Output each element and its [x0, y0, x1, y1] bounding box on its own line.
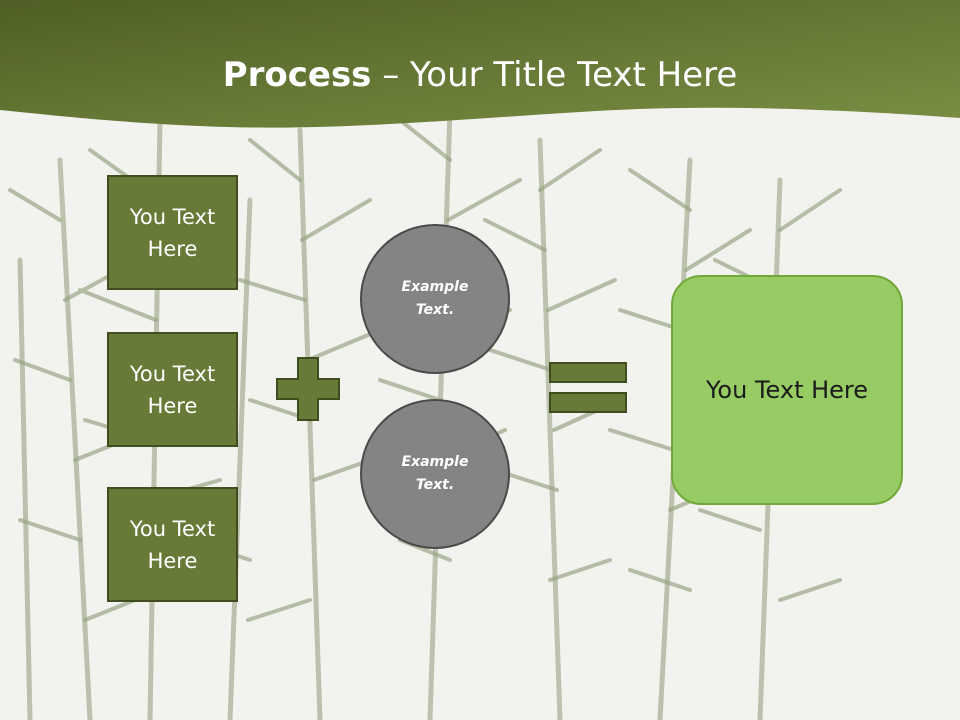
header-band [0, 0, 960, 128]
result-label: You Text Here [705, 376, 869, 404]
page-title: Process – Your Title Text Here [0, 52, 960, 98]
text-box-3[interactable]: You Text Here [107, 487, 238, 602]
text-box-1[interactable]: You Text Here [107, 175, 238, 290]
title-rest: – Your Title Text Here [371, 55, 738, 95]
example-circle-1[interactable]: Example Text. [360, 224, 510, 374]
text-box-label: You Text Here [129, 204, 216, 261]
result-box[interactable]: You Text Here [671, 275, 903, 505]
title-bold: Process [222, 55, 372, 95]
equals-bar-top [549, 362, 627, 383]
circle-label: Example Text. [401, 454, 469, 493]
text-box-label: You Text Here [129, 516, 216, 573]
text-box-2[interactable]: You Text Here [107, 332, 238, 447]
example-circle-2[interactable]: Example Text. [360, 399, 510, 549]
plus-icon [276, 357, 340, 421]
equals-bar-bottom [549, 392, 627, 413]
text-box-label: You Text Here [129, 361, 216, 418]
circle-label: Example Text. [401, 279, 469, 318]
